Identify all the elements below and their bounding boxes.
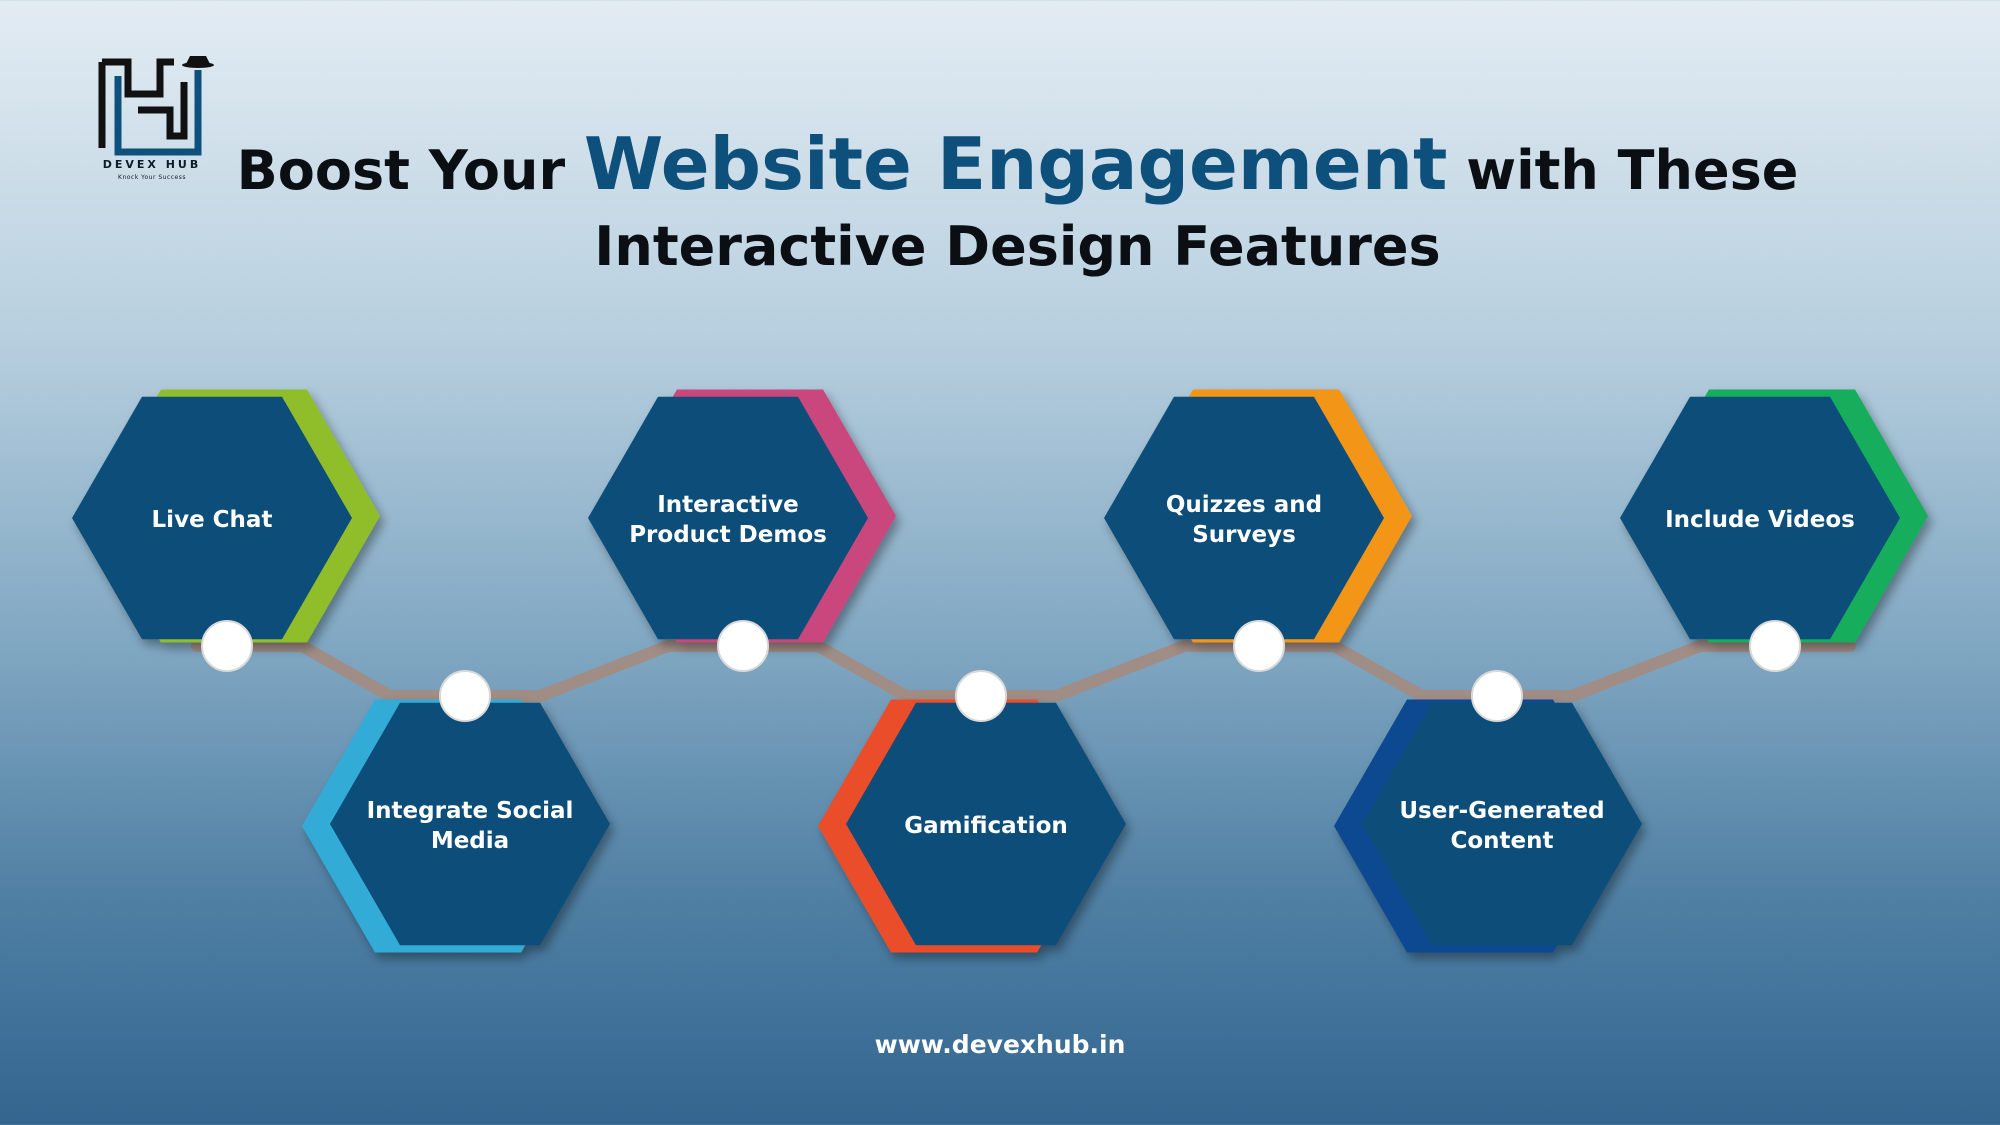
feature-label-line: Media	[431, 828, 509, 854]
feature-label-line: Surveys	[1192, 522, 1296, 548]
timeline-node-5	[1233, 620, 1285, 672]
timeline-node-1	[201, 620, 253, 672]
timeline-node-6	[1471, 670, 1523, 722]
feature-hexagon-6	[1334, 699, 1642, 953]
feature-hexagon-4	[818, 699, 1126, 953]
timeline-node-2	[439, 670, 491, 722]
feature-label-line: Product Demos	[629, 522, 827, 548]
feature-label-line: Live Chat	[152, 507, 273, 533]
timeline-node-4	[955, 670, 1007, 722]
title-line-2: Interactive Design Features	[594, 215, 1441, 278]
feature-label-line: Gamification	[904, 813, 1068, 839]
hexagon-body	[846, 702, 1126, 946]
feature-label-line: Integrate Social	[367, 798, 574, 824]
feature-label-line: Interactive	[657, 492, 799, 518]
title-part-1: Boost Your	[236, 139, 584, 202]
hexagon-body	[1620, 396, 1900, 640]
timeline-node-3	[717, 620, 769, 672]
brand-tagline: Knock Your Success	[118, 174, 186, 181]
feature-hexagon-5	[1104, 389, 1412, 643]
feature-label: Gamification	[904, 813, 1068, 839]
hexagon-body	[72, 396, 352, 640]
feature-label-line: User-Generated	[1399, 798, 1604, 824]
hexagon-body	[1362, 702, 1642, 946]
brand-name: DEVEX HUB	[102, 158, 202, 171]
feature-hexagon-7	[1620, 389, 1928, 643]
website-url: www.devexhub.in	[874, 1030, 1126, 1059]
title-part-2: with These	[1447, 139, 1799, 202]
feature-label-line: Content	[1450, 828, 1553, 854]
hexagon-body	[1104, 396, 1384, 640]
feature-label-line: Include Videos	[1665, 507, 1855, 533]
hexagon-body	[588, 396, 868, 640]
feature-label: Include Videos	[1665, 507, 1855, 533]
feature-hexagon-2	[302, 699, 610, 953]
logo-mark-icon	[98, 56, 214, 156]
feature-label: Live Chat	[152, 507, 273, 533]
feature-label-line: Quizzes and	[1166, 492, 1322, 518]
title-highlight: Website Engagement	[583, 122, 1448, 206]
feature-hexagon-1	[72, 389, 380, 643]
timeline-node-7	[1749, 620, 1801, 672]
page-title: Boost Your Website Engagement with These…	[0, 126, 2000, 285]
hexagon-body	[330, 702, 610, 946]
feature-hexagon-3	[588, 389, 896, 643]
brand-logo: DEVEX HUB Knock Your Success	[98, 52, 218, 192]
